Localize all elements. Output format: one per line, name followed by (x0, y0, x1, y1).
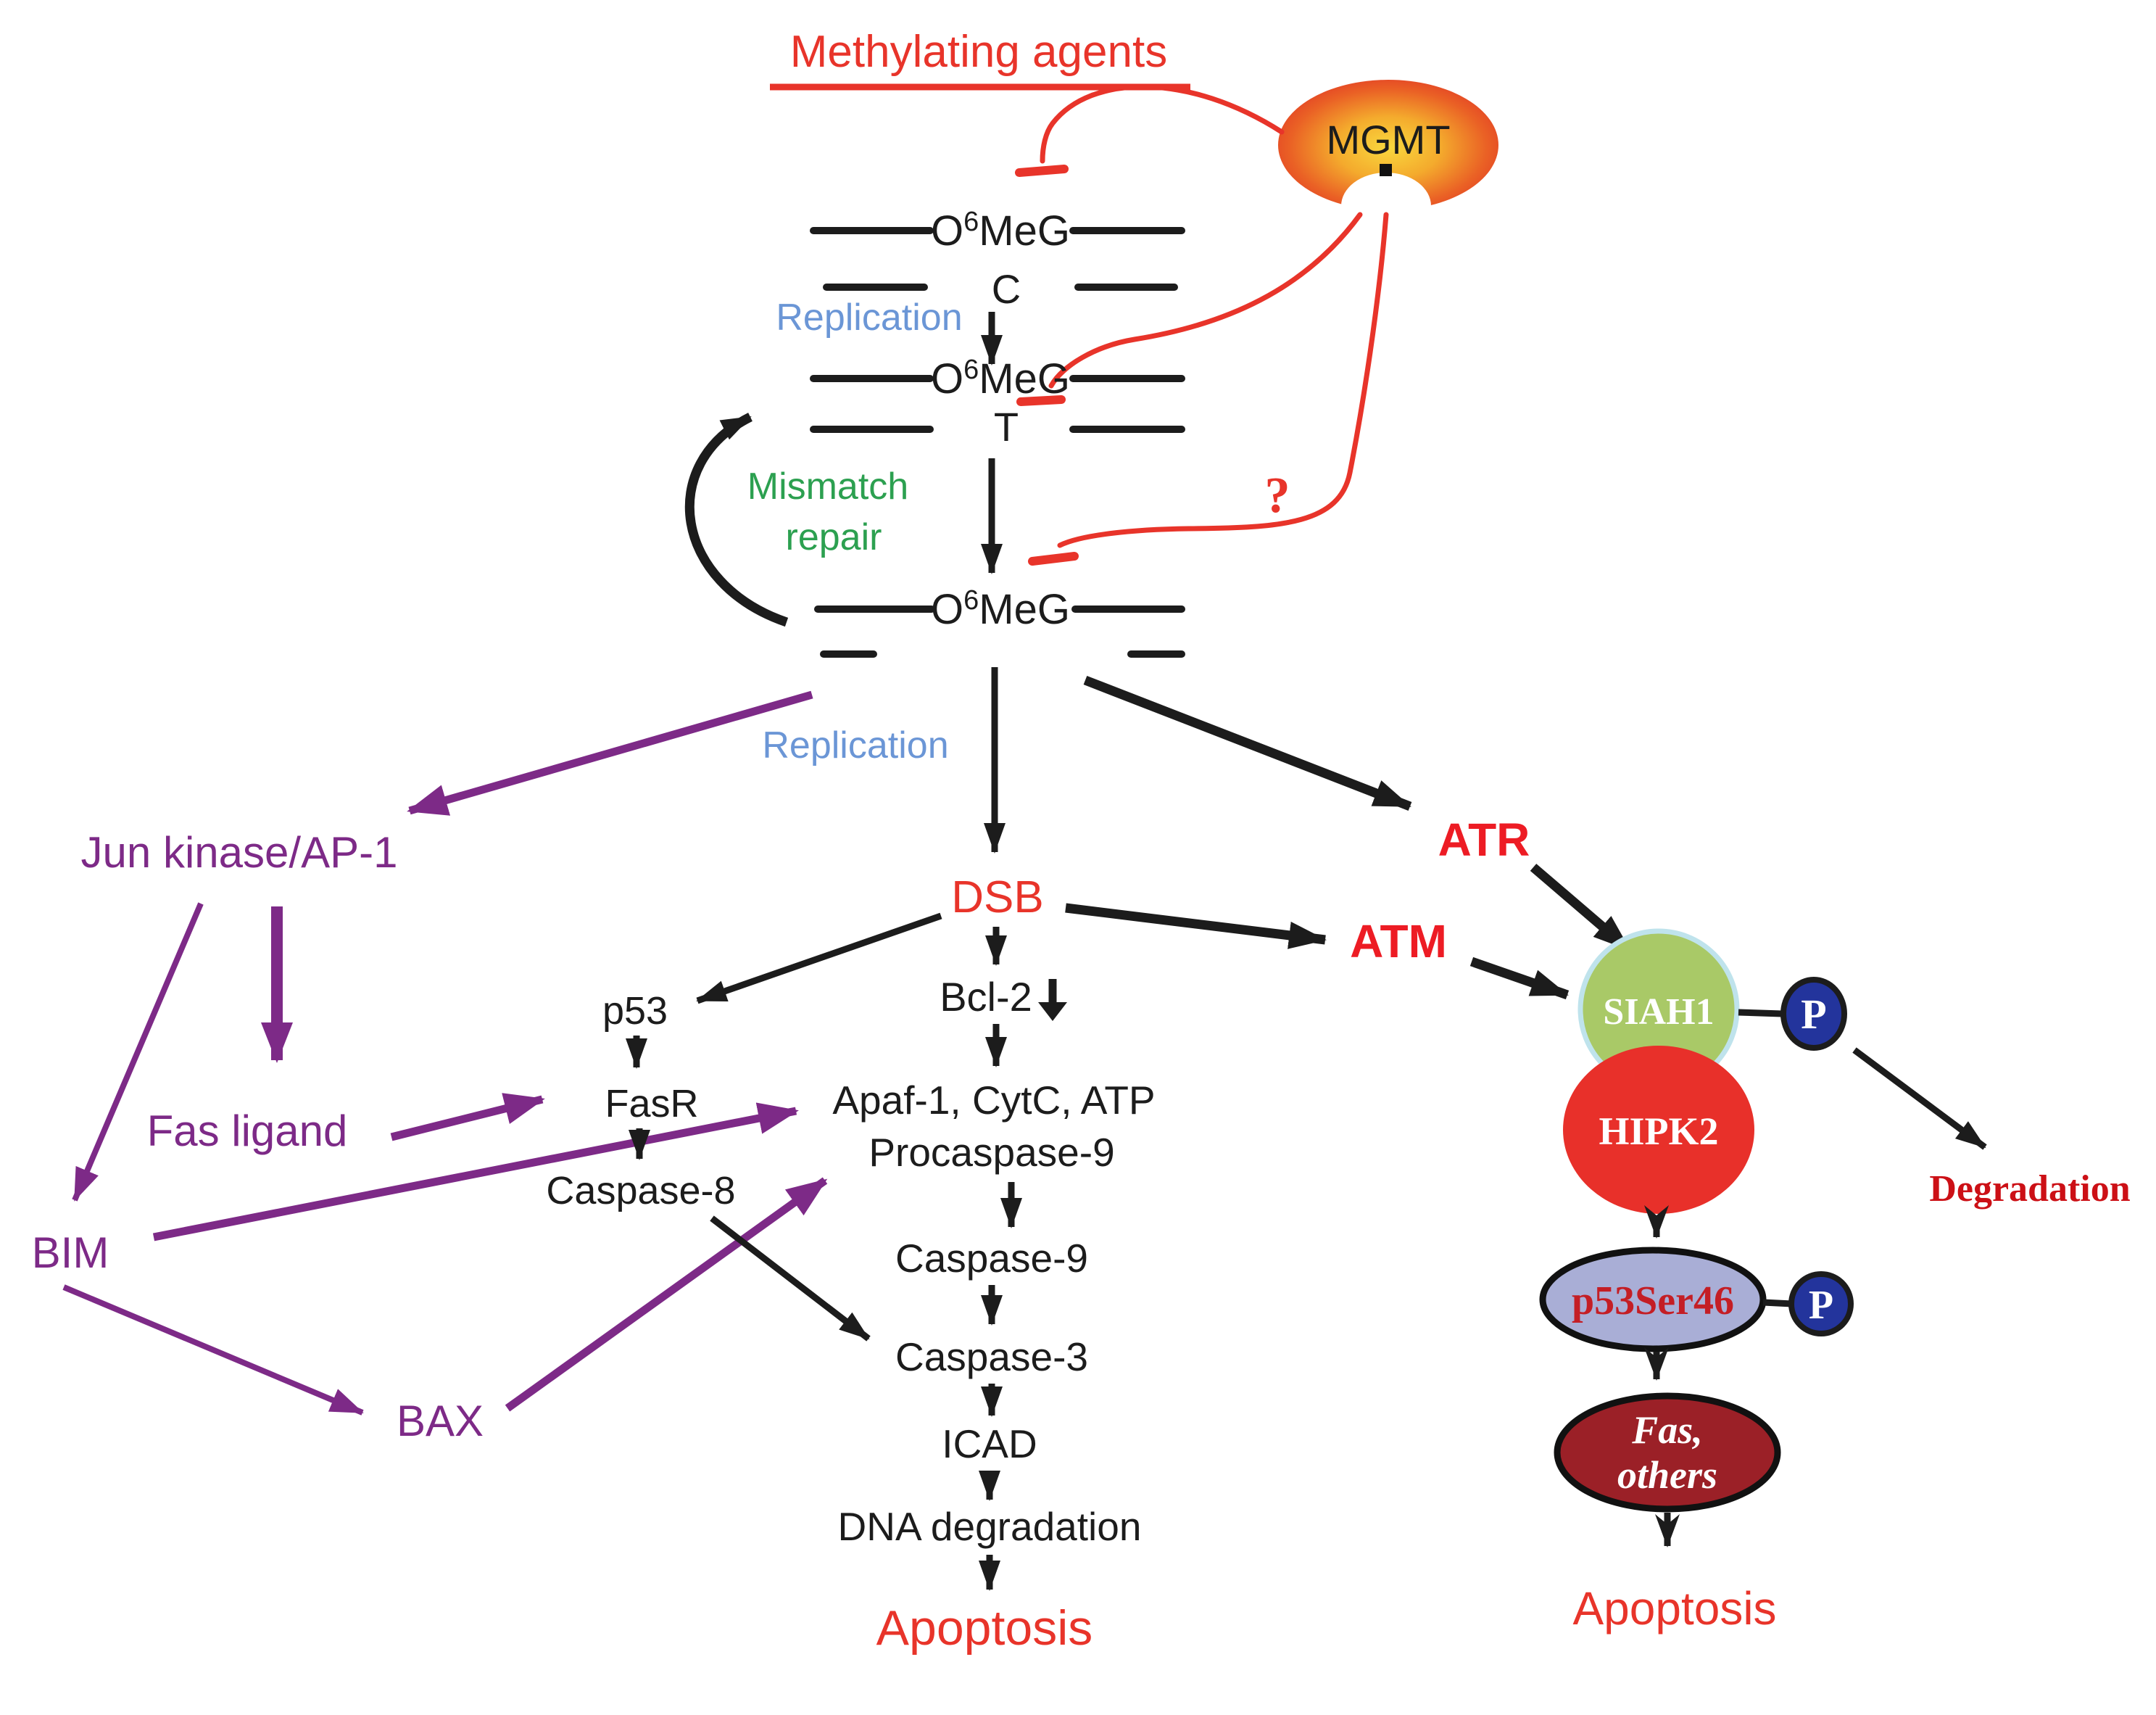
title-methylating-agents: Methylating agents (790, 27, 1167, 77)
atm-label: ATM (1350, 915, 1447, 967)
p53ser46-label: p53Ser46 (1572, 1278, 1734, 1323)
arrow-o6meg3-to-jun (407, 690, 813, 816)
o6meg-row3: O6MeG (931, 585, 1070, 633)
dsb-label: DSB (951, 872, 1043, 922)
hipk2-node: HIPK2 (1563, 1046, 1754, 1214)
mgmt-label: MGMT (1326, 117, 1450, 162)
replication-label-2: Replication (762, 724, 948, 766)
arrow-jun-to-bim (72, 902, 204, 1202)
p53ser46-p-connector (1762, 1299, 1793, 1307)
question-mark: ? (1265, 468, 1290, 524)
degradation-label: Degradation (1929, 1168, 2130, 1210)
phospho-badge-p53: P (1788, 1271, 1854, 1336)
arrow-caspase8-to-caspase3 (710, 1215, 871, 1342)
dna-strand-2: O6MeG T (810, 355, 1185, 450)
arrow-bim-to-bax (62, 1284, 364, 1416)
arrow-dsb-to-atm (1065, 903, 1327, 949)
o6meg-row2: O6MeG (931, 355, 1070, 402)
mismatch-repair-loop-arrow (684, 413, 789, 627)
caspase9-label: Caspase-9 (895, 1236, 1088, 1281)
bcl2-down-glyph (1038, 979, 1067, 1021)
fas-others-node: Fas,others (1554, 1392, 1781, 1513)
arrow-bax-to-procaspase9 (505, 1177, 828, 1412)
caspase3-label: Caspase-3 (895, 1334, 1088, 1379)
apoptosis-right-label: Apoptosis (1572, 1582, 1776, 1635)
atr-label: ATR (1438, 814, 1530, 866)
bax-label: BAX (397, 1397, 484, 1445)
mgmt-active-site-notch (1341, 173, 1431, 239)
apoptosis-left-label: Apoptosis (876, 1600, 1093, 1656)
fas-others-label: Fas,others (1617, 1408, 1717, 1497)
arrow-dsb-to-p53 (696, 912, 942, 1004)
arrow-bim-to-apaf (152, 1102, 799, 1241)
arrow-o6meg3-to-atr (1083, 675, 1412, 811)
phospho-p-siah1: P (1801, 991, 1826, 1038)
mgmt-inhibition-arrow-replication (1016, 212, 1363, 406)
phospho-p-p53: P (1809, 1283, 1833, 1328)
mgmt-methyl-dot (1380, 164, 1392, 176)
arrow-atm-to-siah1 (1469, 956, 1570, 1000)
caspase8-label: Caspase-8 (546, 1169, 735, 1212)
hipk2-label: HIPK2 (1599, 1109, 1718, 1153)
p53ser46-node: p53Ser46 (1539, 1247, 1767, 1352)
mgmt-inhibition-arrow-mmr (1028, 212, 1389, 566)
siah1-p-connector (1738, 1009, 1783, 1017)
siah1-label: SIAH1 (1603, 991, 1714, 1033)
mgmt-node: MGMT (1278, 80, 1498, 239)
arrow-p-to-degradation (1852, 1047, 1987, 1150)
replication-label-1: Replication (776, 297, 962, 339)
apaf-label: Apaf-1, CytC, ATP (832, 1078, 1155, 1123)
arrow-atr-to-siah1 (1530, 864, 1633, 954)
base-c: C (992, 266, 1021, 312)
mgmt-inhibition-arrow-top (1015, 84, 1285, 177)
phospho-badge-siah1: P (1780, 977, 1847, 1051)
bcl2-label: Bcl-2 (940, 974, 1032, 1020)
fas-ligand-label: Fas ligand (147, 1107, 348, 1155)
o6meg-row1: O6MeG (931, 207, 1070, 255)
p53-label: p53 (602, 989, 668, 1033)
bim-label: BIM (32, 1228, 109, 1277)
jun-kinase-label: Jun kinase/AP-1 (81, 828, 398, 877)
procaspase9-label: Procaspase-9 (868, 1130, 1114, 1175)
dna-degradation-label: DNA degradation (838, 1504, 1142, 1549)
dna-strand-3: O6MeG (814, 585, 1185, 658)
arrow-fasligand-to-fasr (390, 1093, 545, 1141)
base-t: T (994, 404, 1019, 450)
dna-strand-1: O6MeG C (810, 207, 1185, 312)
icad-label: ICAD (942, 1421, 1037, 1466)
fasr-label: FasR (605, 1082, 698, 1125)
